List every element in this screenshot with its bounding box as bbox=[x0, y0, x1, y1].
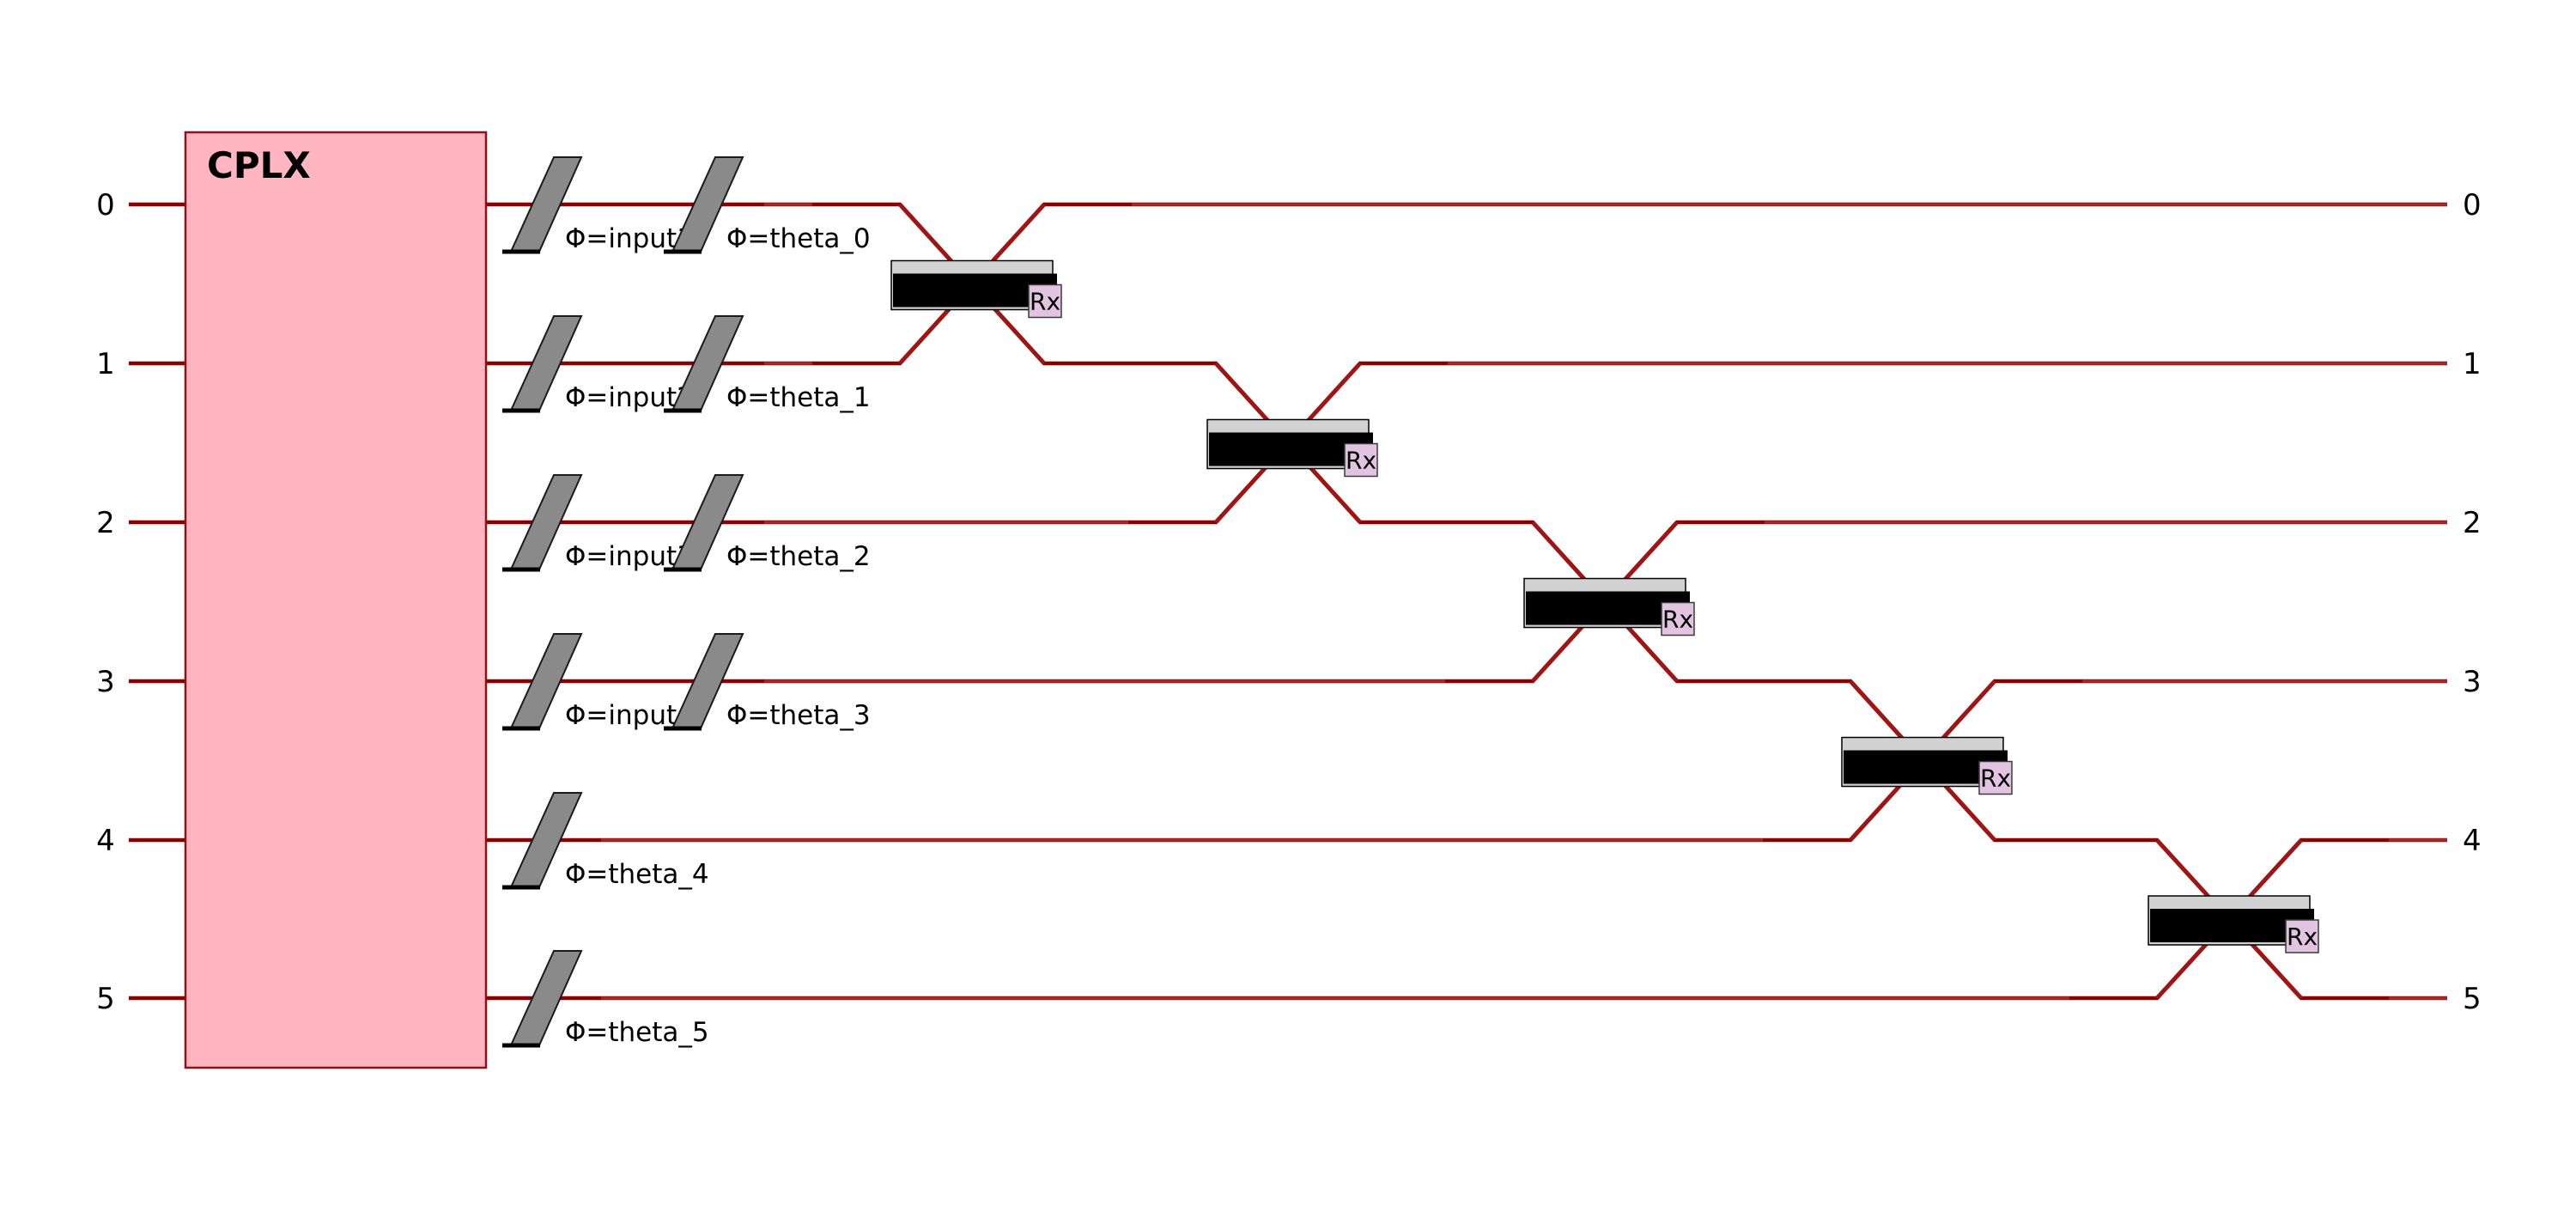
phase-shifter: Φ=input1 bbox=[502, 156, 694, 254]
rx-badge bbox=[1028, 283, 1062, 319]
phase-shifter: Φ=theta_5 bbox=[502, 950, 709, 1048]
mode-label-left-2: 2 bbox=[96, 506, 115, 540]
phase-shifter-label: Φ=theta_3 bbox=[726, 700, 871, 731]
mode-label-right-2: 2 bbox=[2463, 506, 2482, 540]
rx-badge-label: Rx bbox=[1662, 606, 1693, 634]
mode-label-left-1: 1 bbox=[96, 347, 115, 381]
rx-badge bbox=[1978, 760, 2013, 795]
rx-badge-label: Rx bbox=[1030, 288, 1060, 316]
phase-shifter-label: Φ=input1 bbox=[565, 223, 694, 254]
rx-badge-label: Rx bbox=[2287, 923, 2318, 951]
rx-badge-label: Rx bbox=[1980, 764, 2011, 793]
beam-splitter: Rx bbox=[2148, 838, 2319, 1000]
mode-label-left-3: 3 bbox=[96, 665, 115, 699]
phase-shifter: Φ=theta_0 bbox=[664, 156, 871, 254]
beam-splitter: Rx bbox=[1523, 521, 1695, 683]
phase-shifter: Φ=theta_1 bbox=[664, 315, 871, 413]
rx-badge bbox=[1661, 601, 1695, 636]
phase-shifter-label: Φ=theta_5 bbox=[565, 1017, 709, 1048]
beam-splitter: Rx bbox=[890, 203, 1062, 365]
mode-label-left-4: 4 bbox=[96, 824, 115, 858]
rx-badge bbox=[1344, 442, 1378, 478]
phase-shifter-label: Φ=theta_2 bbox=[726, 541, 871, 572]
mode-label-right-1: 1 bbox=[2463, 347, 2482, 381]
phase-shifter: Φ=input2 bbox=[502, 315, 694, 413]
mode-label-right-5: 5 bbox=[2463, 982, 2482, 1016]
phase-shifter: Φ=theta_2 bbox=[664, 474, 871, 572]
mode-label-right-3: 3 bbox=[2463, 665, 2482, 699]
beam-splitter: Rx bbox=[1841, 679, 2013, 842]
phase-shifter: Φ=theta_3 bbox=[664, 633, 871, 731]
mode-label-right-0: 0 bbox=[2463, 188, 2482, 222]
mode-label-left-0: 0 bbox=[96, 188, 115, 222]
phase-shifter: Φ=input3 bbox=[502, 474, 694, 572]
rx-badge-label: Rx bbox=[1346, 447, 1376, 475]
rx-badge bbox=[2285, 919, 2319, 953]
phase-shifter: Φ=input4 bbox=[502, 633, 694, 731]
mode-label-left-5: 5 bbox=[96, 982, 115, 1016]
cplx-box bbox=[184, 131, 488, 1069]
phase-shifter-label: Φ=input4 bbox=[565, 700, 694, 731]
phase-shifter-label: Φ=input3 bbox=[565, 541, 694, 572]
phase-shifter-label: Φ=theta_4 bbox=[565, 859, 709, 890]
cplx-label: CPLX bbox=[207, 144, 311, 186]
beam-splitter: Rx bbox=[1206, 362, 1378, 524]
phase-shifter-label: Φ=theta_0 bbox=[726, 223, 871, 254]
phase-shifter: Φ=theta_4 bbox=[502, 792, 709, 890]
phase-shifter-label: Φ=input2 bbox=[565, 382, 694, 413]
mode-label-right-4: 4 bbox=[2463, 824, 2482, 858]
phase-shifter-label: Φ=theta_1 bbox=[726, 382, 871, 413]
